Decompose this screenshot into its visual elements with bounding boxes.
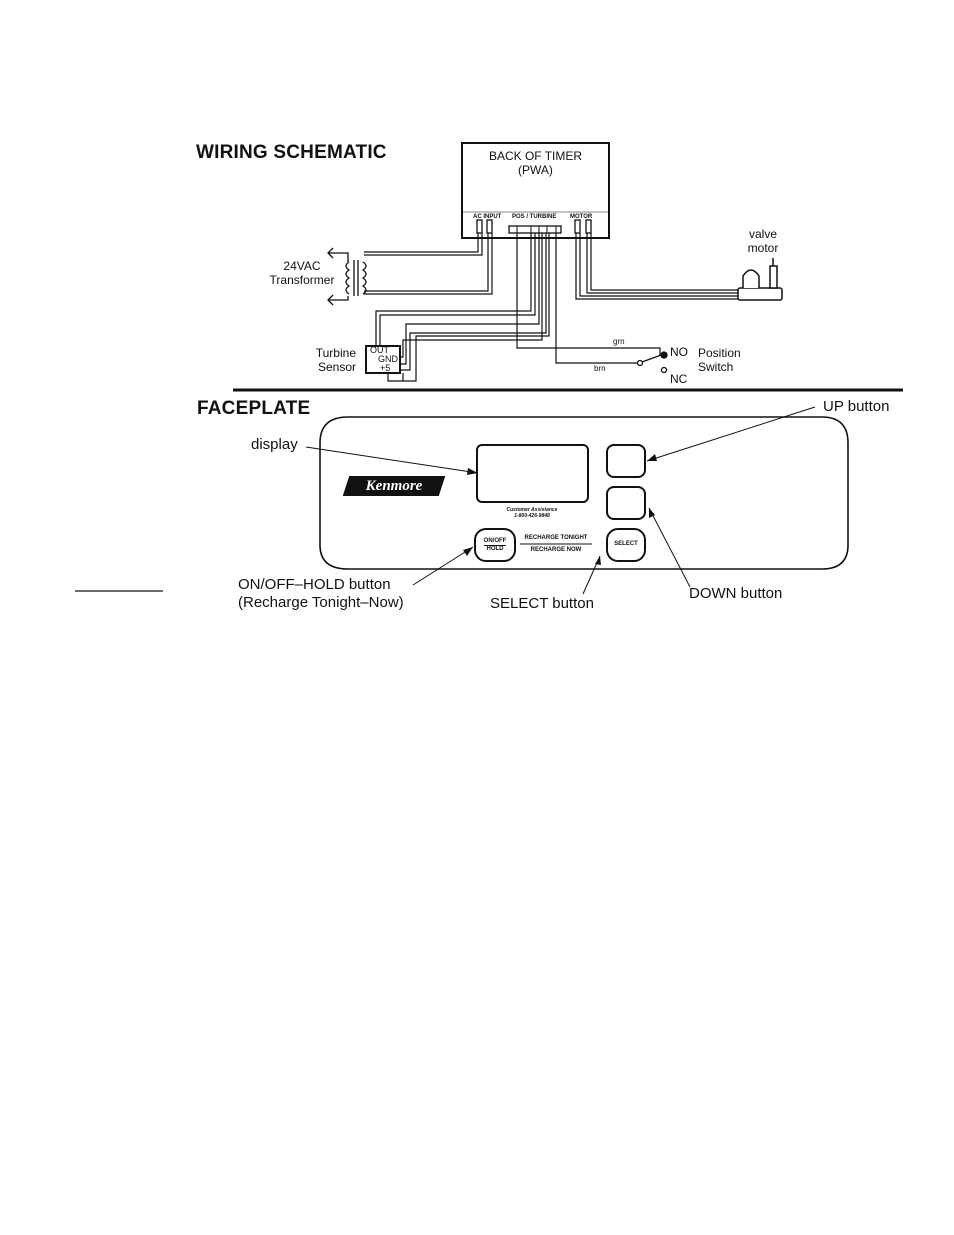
turbine-sensor-label: Turbine Sensor [315,346,356,374]
contact-nc-label: NC [670,372,688,386]
callout-lines [305,406,816,595]
up-button-callout: UP button [823,398,890,415]
onoff-hold-button-callout: ON/OFF–HOLD button (Recharge Tonight–Now… [238,576,404,612]
timer-title-line2: (PWA) [518,163,553,177]
wiring-schematic-title: WIRING SCHEMATIC [196,142,387,163]
port-ac-input-label: AC INPUT [473,214,502,220]
onoff-hold-button-label: ON/OFF HOLD [476,538,514,553]
onoff-button-line2: HOLD [484,545,506,553]
faceplate-outline [319,416,849,570]
port-pos-turbine-label: POS / TURBINE [512,214,557,220]
ac-input-terminal-2 [486,219,493,234]
transformer-label-line2: Transformer [269,273,335,287]
display-callout: display [251,436,298,453]
faceplate-title: FACEPLATE [197,398,311,419]
valve-motor-symbol [737,258,783,301]
ac-input-terminal-1 [476,219,483,234]
onoff-hold-button[interactable]: ON/OFF HOLD [474,528,516,562]
display-window [476,444,589,503]
customer-assistance-phone: 1-800-426-9848 [514,513,550,519]
port-motor-label: MOTOR [570,214,593,220]
position-switch-wires [516,233,661,364]
onoff-callout-line2: (Recharge Tonight–Now) [238,594,404,611]
motor-wires [575,233,742,300]
onoff-callout-line1: ON/OFF–HOLD button [238,576,391,593]
turbine-sensor-label-line2: Sensor [317,360,356,374]
motor-terminal-2 [585,219,592,234]
timer-title: BACK OF TIMER (PWA) [462,149,609,177]
position-switch-label-line2: Switch [698,360,734,374]
motor-terminal-1 [574,219,581,234]
turbine-sensor-pins: OUT GND +5 [370,346,398,373]
timer-title-line1: BACK OF TIMER [488,149,583,163]
position-switch-symbol [636,351,668,374]
pin-plus5-label: +5 [380,363,391,373]
position-switch-label-line1: Position [698,346,741,360]
kenmore-logo: Kenmore [342,476,446,496]
pin-out-label: OUT [370,345,389,355]
recharge-now-label: RECHARGE NOW [530,547,582,553]
select-button-callout: SELECT button [490,595,594,612]
select-button-label: SELECT [614,541,638,547]
valve-motor-label: valve motor [738,227,788,255]
kenmore-logo-text: Kenmore [365,478,423,494]
turbine-sensor-label-line1: Turbine [315,346,356,360]
transformer-symbol [327,247,367,306]
position-switch-label: Position Switch [698,346,741,374]
down-button[interactable] [606,486,646,520]
onoff-button-line1: ON/OFF [483,538,507,544]
callout-arrowheads [463,454,657,565]
ac-wires [364,233,493,295]
wire-grn-label: grn [613,337,625,346]
customer-assistance: Customer Assistance 1-800-426-9848 [497,507,567,519]
recharge-tonight-label: RECHARGE TONIGHT [524,535,588,541]
turbine-sensor-box [365,345,401,374]
valve-motor-label-line2: motor [747,241,779,255]
transformer-label: 24VAC Transformer [262,259,342,287]
contact-no-label: NO [670,345,688,359]
wire-brn-label: brn [594,364,606,373]
down-button-callout: DOWN button [689,585,783,602]
valve-motor-label-line1: valve [748,227,777,241]
up-button[interactable] [606,444,646,478]
select-button[interactable]: SELECT [606,528,646,562]
pin-gnd-label: GND [378,354,398,364]
customer-assistance-line1: Customer Assistance [506,507,558,513]
turbine-sensor-wires [375,233,550,382]
transformer-label-line1: 24VAC [283,259,321,273]
